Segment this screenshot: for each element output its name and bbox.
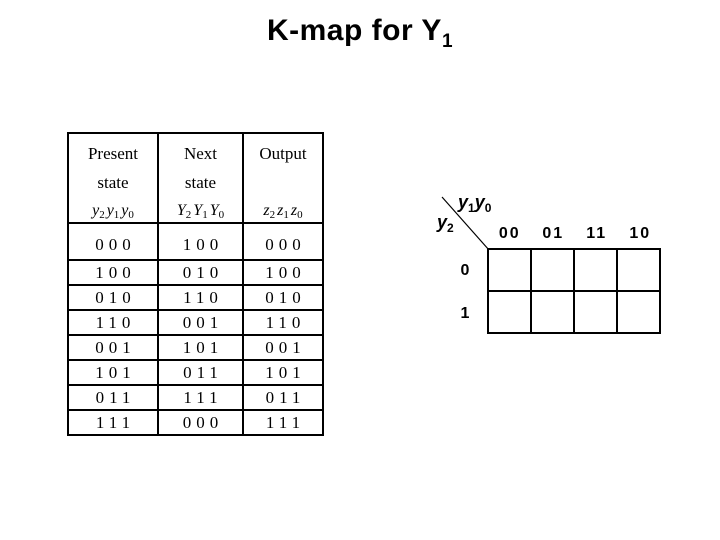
kmap-col-label-11: 11 — [586, 225, 608, 242]
kmap-cell — [531, 291, 574, 333]
kmap-row-label-0: 0 — [460, 261, 470, 279]
table-row: 110 001 110 — [68, 310, 323, 335]
next-header-line1: Next — [183, 144, 218, 163]
next-header-line2: state — [184, 173, 217, 192]
output-cell: 100 — [243, 260, 323, 285]
kmap-diagonal-line — [441, 196, 490, 251]
table-row: 001 101 001 — [68, 335, 323, 360]
output-header-line2 — [244, 163, 322, 192]
kmap-grid — [487, 248, 661, 334]
kmap-cell — [574, 249, 617, 291]
present-state-cell: 111 — [68, 410, 158, 435]
kmap-row-label-1: 1 — [460, 304, 470, 322]
next-state-cell: 011 — [158, 360, 243, 385]
present-header-line1: Present — [87, 144, 139, 163]
output-cell: 111 — [243, 410, 323, 435]
next-state-cell: 101 — [158, 335, 243, 360]
present-state-cell: 001 — [68, 335, 158, 360]
kmap-col-label-01: 01 — [542, 225, 565, 242]
kmap-row-variable-label: y2 — [437, 212, 454, 235]
page-title: K-map for Y1 — [0, 14, 720, 51]
page-title-text: K-map for Y — [266, 14, 442, 47]
kmap-cell — [574, 291, 617, 333]
kmap-column-variables-label: y1y0 — [458, 192, 492, 215]
table-row: 100 010 100 — [68, 260, 323, 285]
output-cell: 010 — [243, 285, 323, 310]
output-cell: 000 — [243, 223, 323, 260]
next-state-cell: 110 — [158, 285, 243, 310]
table-row: 000 100 000 — [68, 223, 323, 260]
output-cell: 101 — [243, 360, 323, 385]
table-row: 111 000 111 — [68, 410, 323, 435]
kmap-col-label-00: 00 — [498, 225, 521, 242]
kmap-cell — [617, 291, 660, 333]
next-state-cell: 001 — [158, 310, 243, 335]
kmap-row-labels: 0 1 — [452, 249, 478, 335]
present-header-line2: state — [97, 173, 129, 192]
kmap-cell — [488, 291, 531, 333]
present-state-cell: 010 — [68, 285, 158, 310]
output-cell: 011 — [243, 385, 323, 410]
next-state-cell: 111 — [158, 385, 243, 410]
table-row: 101 011 101 — [68, 360, 323, 385]
present-state-cell: 100 — [68, 260, 158, 285]
output-cell: 110 — [243, 310, 323, 335]
kmap-column-labels: 00 01 11 10 — [487, 225, 661, 243]
present-state-cell: 101 — [68, 360, 158, 385]
table-row: 011 111 011 — [68, 385, 323, 410]
present-state-cell: 000 — [68, 223, 158, 260]
kmap-cell — [488, 249, 531, 291]
kmap-cell — [531, 249, 574, 291]
page-title-subscript: 1 — [441, 31, 454, 52]
next-state-cell: 100 — [158, 223, 243, 260]
output-header-line1: Output — [259, 144, 307, 163]
kmap-col-label-10: 10 — [629, 225, 652, 242]
kmap-cell — [617, 249, 660, 291]
table-row: 010 110 010 — [68, 285, 323, 310]
next-state-cell: 000 — [158, 410, 243, 435]
output-cell: 001 — [243, 335, 323, 360]
present-state-cell: 110 — [68, 310, 158, 335]
next-state-cell: 010 — [158, 260, 243, 285]
present-state-cell: 011 — [68, 385, 158, 410]
